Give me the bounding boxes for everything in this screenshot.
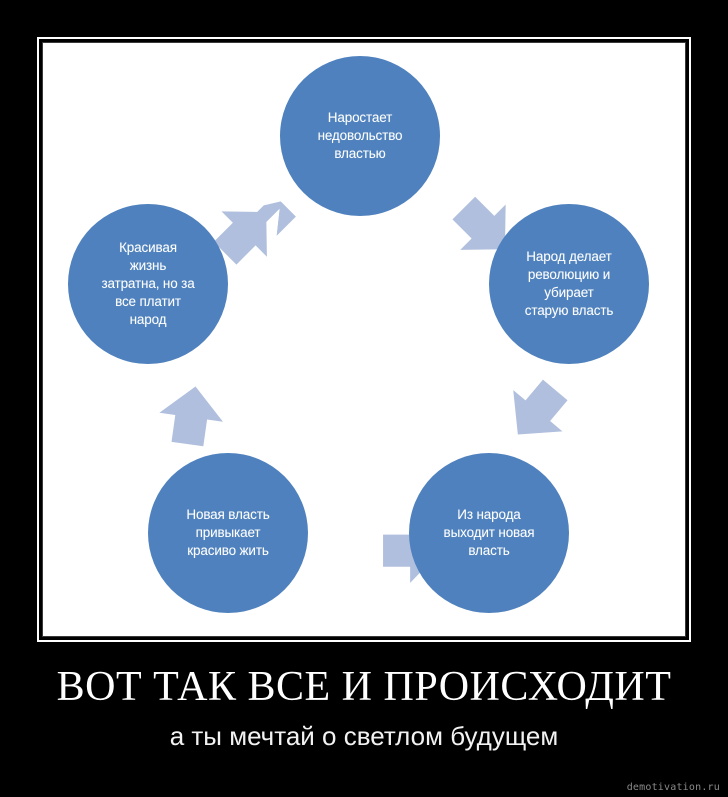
caption-subtitle: а ты мечтай о светлом будущем [169,721,559,751]
cycle-node-label: Из народа выходит новая власть [443,507,535,558]
cycle-node-label: Новая власть привыкает красиво жить [186,507,270,558]
cycle-node-new-power[interactable]: Из народа выходит новая власть [409,453,569,613]
caption-area: ВОТ ТАК ВСЕ И ПРОИСХОДИТ а ты мечтай о с… [0,642,728,797]
arrow-up-right-icon [213,198,296,265]
site-watermark: demotivation.ru [626,782,720,793]
arrow-down-left-icon [513,379,568,435]
caption-title: ВОТ ТАК ВСЕ И ПРОИСХОДИТ [56,664,672,710]
cycle-node-people-pay[interactable]: Красивая жизнь затратна, но за все плати… [68,204,228,364]
poster-frame: Наростает недовольство властью Народ дел… [37,37,691,642]
cycle-node-revolution[interactable]: Народ делает революцию и убирает старую … [489,204,649,364]
cycle-node-beautiful-life[interactable]: Новая власть привыкает красиво жить [148,453,308,613]
cycle-node-label: Народ делает революцию и убирает старую … [524,249,614,318]
diagram-canvas: Наростает недовольство властью Народ дел… [42,42,686,637]
cycle-node-label: Наростает недовольство властью [317,110,403,161]
cycle-node-label: Красивая жизнь затратна, но за все плати… [101,240,195,327]
arrow-down-right-icon [452,196,506,250]
cycle-node-grievance[interactable]: Наростает недовольство властью [280,56,440,216]
arrow-up-icon [159,386,223,447]
